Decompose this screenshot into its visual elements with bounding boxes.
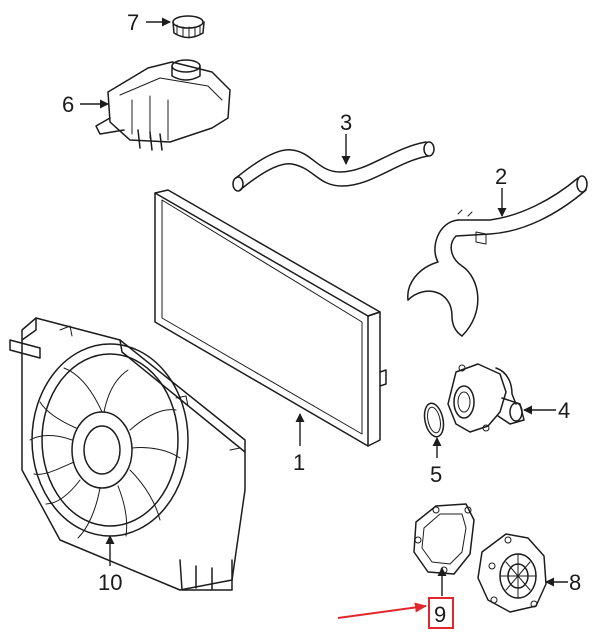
- callout-10: 10: [98, 570, 122, 595]
- callout-labels: 7 6 3 2 1 4 5 10 8 9: [62, 10, 581, 629]
- callout-9: 9: [434, 602, 446, 627]
- callout-5: 5: [430, 462, 442, 487]
- leader-lines: [80, 17, 568, 619]
- callout-2: 2: [495, 164, 507, 189]
- radiator-part: [154, 189, 387, 447]
- callout-4: 4: [558, 398, 570, 423]
- callout-3: 3: [340, 110, 352, 135]
- highlight-box: [428, 597, 454, 629]
- upper-hose-part: [232, 141, 435, 192]
- pump-gasket-part: [413, 503, 475, 575]
- callout-7: 7: [127, 10, 139, 35]
- lower-hose-part: [407, 175, 588, 337]
- tank-cap-part: [172, 15, 205, 39]
- thermostat-housing-part: [447, 363, 525, 433]
- highlight-arrow: [337, 602, 427, 619]
- callout-1: 1: [293, 450, 305, 475]
- callout-8: 8: [569, 570, 581, 595]
- water-pump-part: [477, 533, 547, 613]
- callout-6: 6: [62, 92, 74, 117]
- expansion-tank-part: [95, 59, 231, 151]
- o-ring-part: [423, 402, 445, 438]
- fan-assembly-part: [9, 317, 246, 591]
